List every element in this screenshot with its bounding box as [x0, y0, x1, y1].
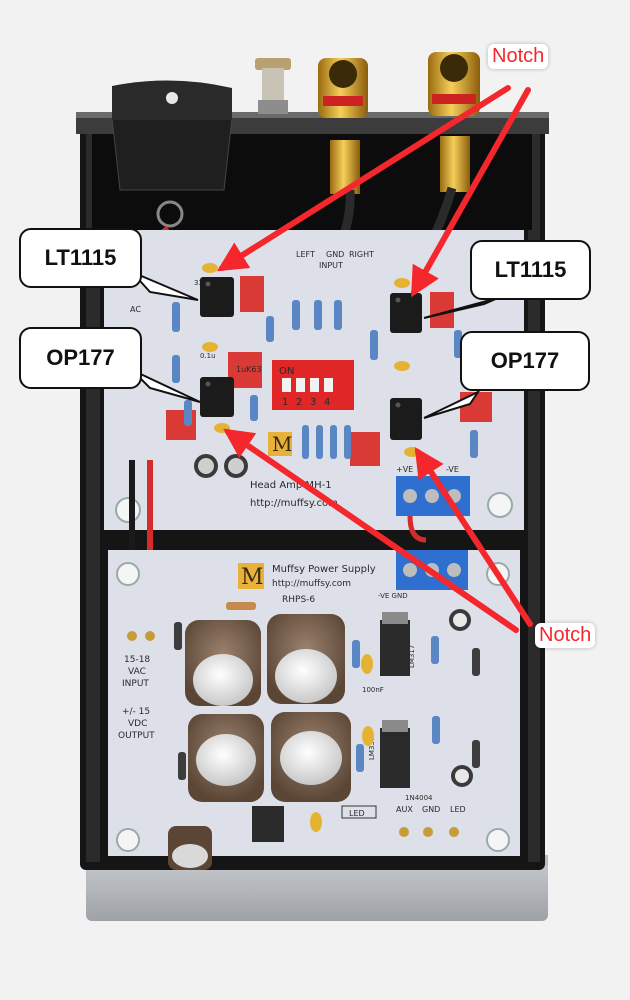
regulator-lm337: [380, 728, 410, 788]
psu-reg2-label: LM337: [368, 737, 376, 760]
pcb-board-url: http://muffsy.com: [250, 498, 338, 509]
callout-lt1115-left: LT1115: [19, 228, 142, 288]
power-switch: [111, 80, 233, 228]
pcb-input-left: LEFT: [296, 250, 315, 259]
pcb-cap-01u: 0.1u: [200, 352, 216, 360]
ic-op177-left: [200, 377, 234, 417]
pcb-input-label: INPUT: [319, 261, 343, 270]
psu-muffsy-logo: [238, 563, 264, 589]
pcb-red-cap-label: 1uK63: [236, 365, 262, 374]
svg-text:M: M: [272, 432, 292, 456]
ic-lt1115-left: [200, 277, 234, 317]
regulator-lm317: [380, 620, 410, 676]
dip-number-2: 2: [296, 397, 302, 408]
dip-number-3: 3: [310, 397, 316, 408]
psu-aux: AUX: [396, 805, 413, 814]
psu-led-label: LED: [349, 809, 365, 818]
rca-jack-right: [428, 52, 480, 192]
rca-jack-left: [318, 58, 368, 194]
callout-op177-left: OP177: [19, 327, 142, 389]
callout-lt1115-right: LT1115: [470, 240, 591, 300]
muffsy-logo: [268, 432, 292, 456]
dip-number-4: 4: [324, 397, 330, 408]
pcb-ac-label: AC: [130, 305, 141, 314]
ic-lt1115-right: [390, 293, 422, 333]
annotation-arrows: [216, 85, 533, 633]
svg-text:M: M: [241, 565, 264, 590]
ground-terminal: [255, 58, 291, 114]
callout-op177-right: OP177: [460, 331, 590, 391]
filter-capacitor-4: [271, 712, 351, 802]
psu-url: http://muffsy.com: [272, 579, 351, 589]
headamp-pcb: LEFT GND RIGHT INPUT AC 330pF 0.1u 1uK63: [104, 230, 524, 530]
pcb-ve-minus: -VE: [446, 465, 459, 474]
filter-capacitor-2: [267, 614, 345, 704]
psu-reg1-label: LM317: [408, 645, 416, 668]
dip-number-1: 1: [282, 397, 288, 408]
psu-diode-label: 1N4004: [405, 794, 433, 802]
dip-switch: ON 1 2 3 4: [272, 360, 354, 410]
ic-op177-right: [390, 398, 422, 440]
pcb-input-gnd: GND: [326, 250, 344, 259]
psu-led2: LED: [450, 805, 466, 814]
filter-capacitor-3: [188, 714, 264, 802]
notch-label-top: Notch: [488, 44, 549, 69]
dip-on-label: ON: [279, 366, 294, 377]
psu-gnd: GND: [422, 805, 440, 814]
psu-title: Muffsy Power Supply: [272, 564, 376, 575]
notch-label-bottom: Notch: [535, 623, 596, 648]
psu-ve-labels: -VE GND: [378, 592, 408, 600]
power-supply-pcb: M Muffsy Power Supply http://muffsy.com …: [108, 550, 520, 870]
callout-pointers: [131, 271, 499, 419]
pcb-board-name: Head Amp MH-1: [250, 480, 332, 491]
pcb-ve-plus: +VE: [396, 465, 413, 474]
pcb-input-right: RIGHT: [349, 250, 374, 259]
filter-capacitor-1: [185, 620, 261, 706]
psu-cap-100nf: 100nF: [362, 686, 384, 694]
psu-model: RHPS-6: [282, 595, 315, 605]
